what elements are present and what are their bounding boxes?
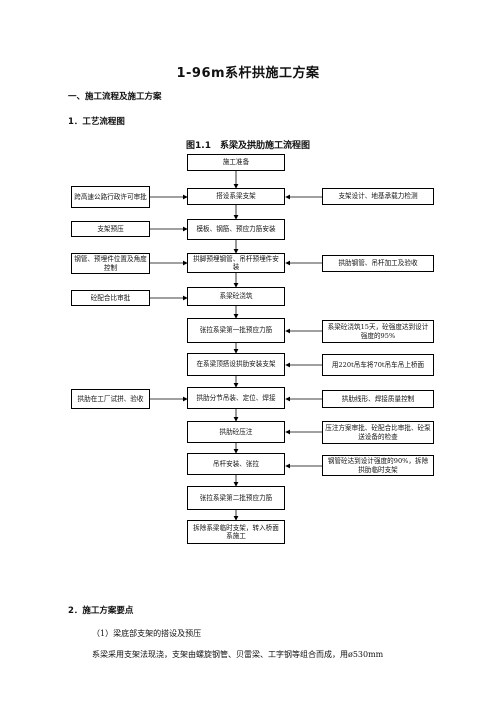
flow-left-2: 支架预压 xyxy=(71,221,150,237)
section-heading-1: 一、施工流程及施工方案 xyxy=(68,92,162,102)
flow-right-1: 支架设计、地基承载力检测 xyxy=(322,188,434,205)
flow-left-3: 钢管、预埋件位置及角度控制 xyxy=(71,253,150,274)
flow-step-6: 张拉系梁第一批预应力筋 xyxy=(187,318,285,343)
flow-left-4: 砼配合比审批 xyxy=(71,290,150,306)
flow-step-1: 施工准备 xyxy=(187,154,285,171)
flow-step-5: 系梁砼浇筑 xyxy=(187,287,285,306)
flow-step-7: 在系梁顶搭设拱肋安装支架 xyxy=(187,353,285,376)
flow-step-4: 拱脚预埋钢管、吊杆预埋件安装 xyxy=(187,253,285,273)
flow-right-2: 拱肋钢管、吊杆加工及验收 xyxy=(322,255,434,272)
flow-step-3: 模板、钢筋、预应力筋安装 xyxy=(187,219,285,240)
flow-step-11: 张拉系梁第二批预应力筋 xyxy=(187,486,285,510)
flow-right-7: 钢管砼达到设计强度的90%，拆除拱肋临时支架 xyxy=(322,455,434,476)
figure-title: 图1.1 系梁及拱肋施工流程图 xyxy=(186,141,310,151)
flow-step-9: 拱肋砼压注 xyxy=(187,421,285,443)
body-paragraph: 系梁采用支架法现浇，支架由螺旋钢管、贝雷梁、工字钢等组合而成，用ø530mm xyxy=(92,650,384,659)
flow-left-1: 跨高速公路行政许可审批 xyxy=(71,186,150,208)
flow-right-4: 用220t吊车将70t吊车吊上桥面 xyxy=(322,354,434,376)
flow-step-10: 吊杆安装、张拉 xyxy=(187,453,285,475)
flow-step-2: 搭设系梁支架 xyxy=(187,188,285,205)
section-heading-2: 2．施工方案要点 xyxy=(68,606,134,616)
flow-step-12: 拆除系梁临时支架，转入桥面系施工 xyxy=(187,520,285,544)
flow-left-5: 拱肋在工厂试拼、验收 xyxy=(71,389,150,409)
flow-right-6: 压注方案审批、砼配合比审批、砼泵送设备的检查 xyxy=(322,421,434,444)
subsection-heading-flowchart: 1．工艺流程图 xyxy=(68,117,125,127)
point-heading-1: （1）梁底部支架的搭设及预压 xyxy=(92,629,202,638)
flow-step-8: 拱肋分节吊装、定位、焊接 xyxy=(187,387,285,409)
flow-right-5: 拱肋线形、焊接质量控制 xyxy=(322,390,434,408)
flow-right-3: 系梁砼浇筑15天，砼强度达到设计强度的95% xyxy=(322,320,434,343)
page-title: 1-96m系杆拱施工方案 xyxy=(176,66,320,81)
